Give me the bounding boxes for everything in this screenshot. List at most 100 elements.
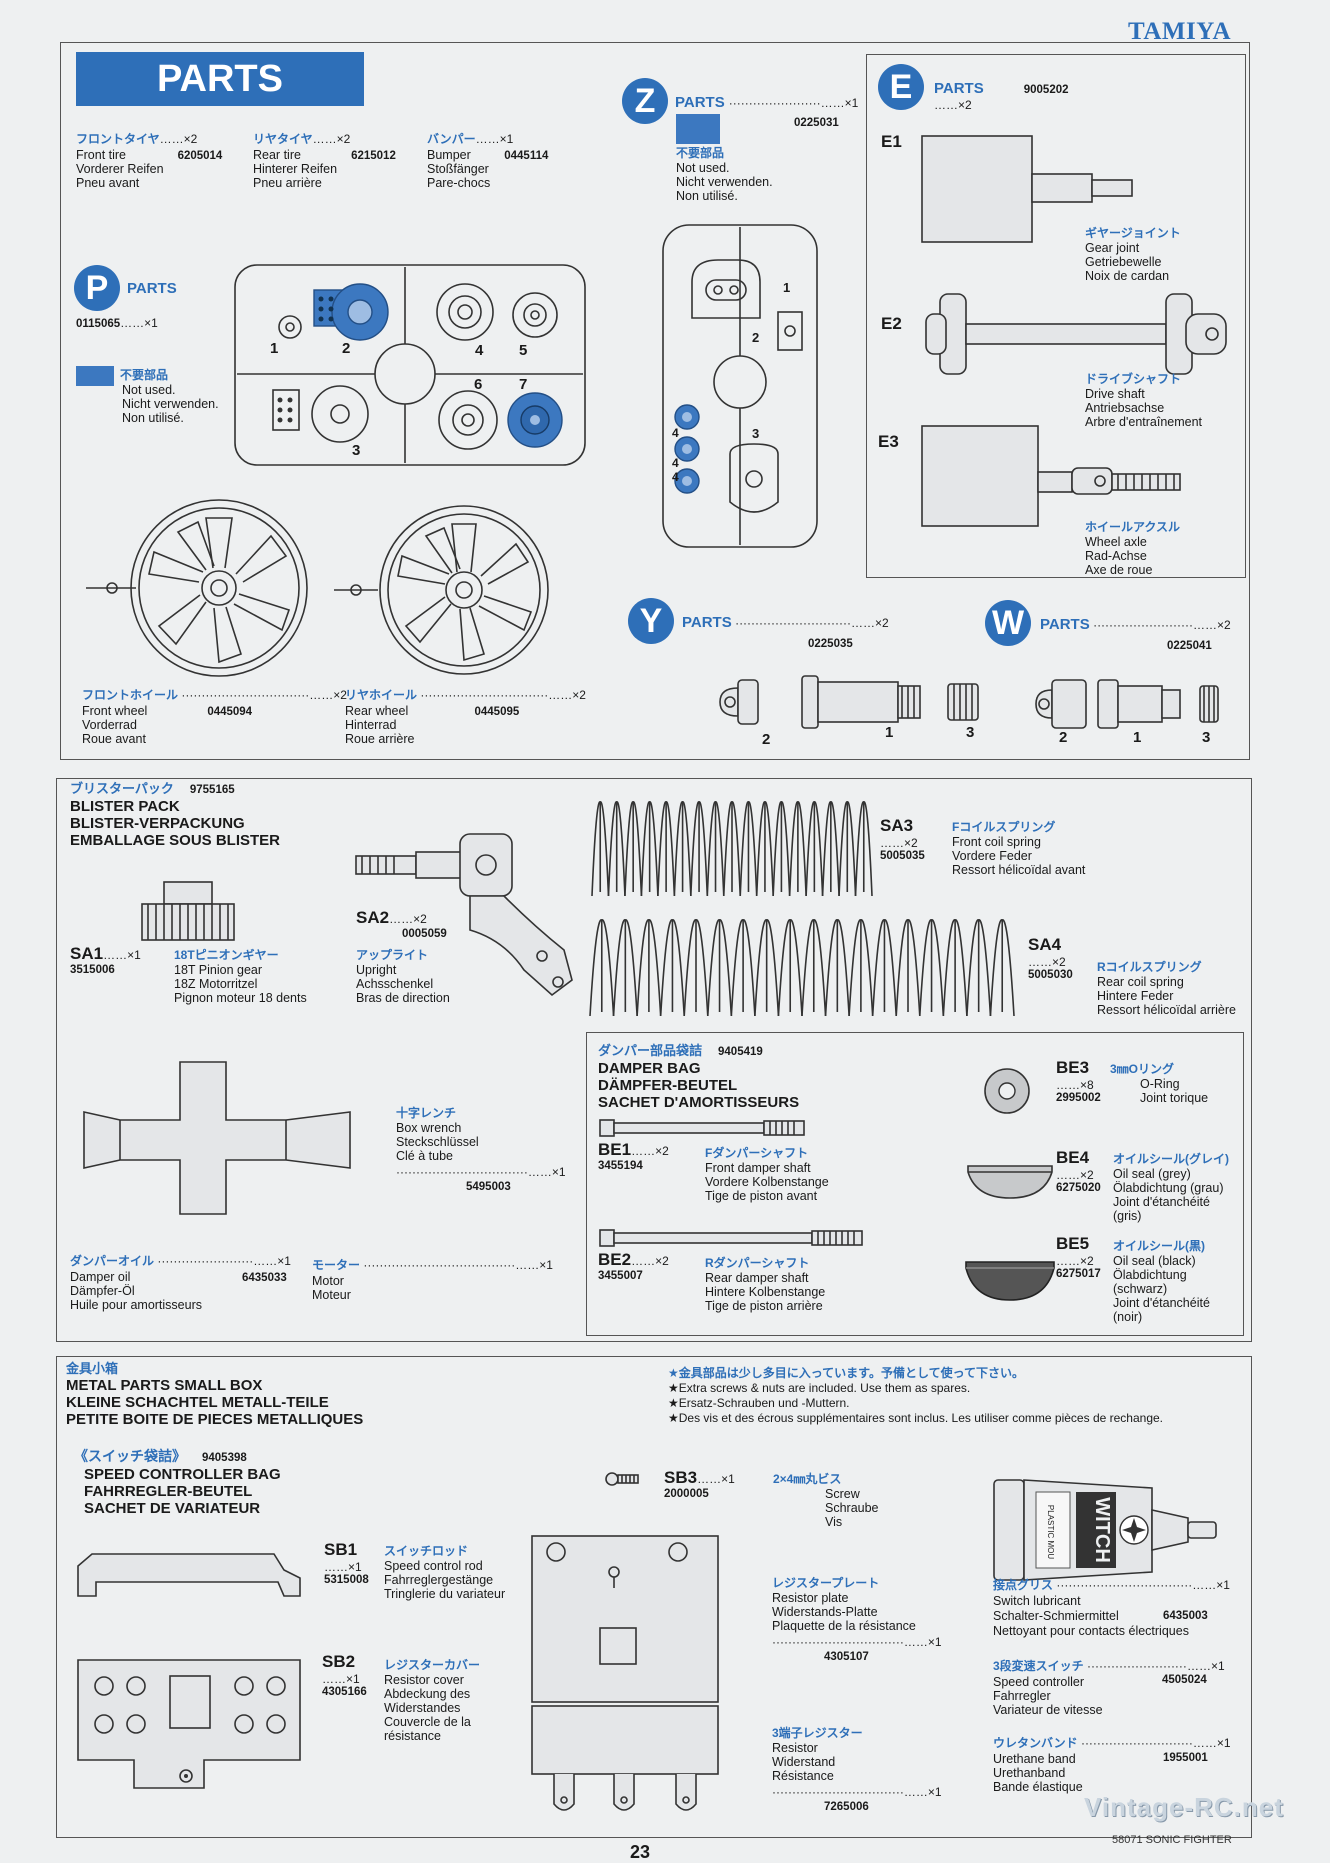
damper-bag-box <box>586 1032 1244 1336</box>
p-num-6: 6 <box>474 376 483 393</box>
w-num-2: 2 <box>1059 729 1068 746</box>
watermark: Vintage-RC.net <box>1084 1792 1284 1822</box>
z-badge: Z <box>622 78 668 124</box>
z-num-3: 3 <box>752 426 760 441</box>
drive-shaft-drawing <box>925 293 1227 375</box>
p-parts-label: PARTS <box>127 280 177 297</box>
be4-info: オイルシール(グレイ)Oil seal (grey) Ölabdichtung … <box>1113 1152 1229 1223</box>
p-parts-tree <box>234 264 586 466</box>
e1-code: E1 <box>881 132 902 151</box>
z-num-1: 1 <box>783 280 791 295</box>
z-unused-swatch <box>676 114 720 144</box>
sa2-code: SA2……×2 0005059 <box>356 908 447 940</box>
p-num-1: 1 <box>270 340 279 357</box>
z-num-2: 2 <box>752 330 760 345</box>
z-num-4c: 4 <box>672 470 679 484</box>
y-num-2: 2 <box>762 731 771 748</box>
upright-drawing <box>355 833 573 997</box>
w-parts-drawing <box>1035 679 1219 729</box>
p-num-4: 4 <box>475 342 484 359</box>
front-wheel-drawing <box>86 499 308 677</box>
be4-code: BE4 ……×2 6275020 <box>1056 1148 1101 1194</box>
y-parts-label: PARTS ·····························……×2 <box>682 614 889 631</box>
w-parts-label: PARTS ·························……×2 <box>1040 616 1231 633</box>
be5-info: オイルシール(黒)Oil seal (black) Ölabdichtung (… <box>1113 1239 1210 1324</box>
y-parts-drawing <box>719 675 979 729</box>
w-num-1: 1 <box>1133 729 1142 746</box>
motor-info: モーター ···································… <box>312 1258 553 1302</box>
p-number: 0115065……×1 <box>76 316 158 330</box>
y-number: 0225035 <box>808 638 853 650</box>
rear-coil-spring-drawing <box>589 919 1015 1017</box>
w-number: 0225041 <box>1167 640 1212 652</box>
parts-banner: PARTS <box>76 52 364 106</box>
switch-lubricant-tube-drawing: PLASTIC MOU WITCH <box>993 1479 1217 1581</box>
p-num-7: 7 <box>519 376 528 393</box>
w-badge: W <box>985 600 1031 646</box>
grease-info: 接点グリス ··································… <box>993 1578 1230 1638</box>
metal-header: 金具小箱 METAL PARTS SMALL BOX KLEINE SCHACH… <box>66 1361 364 1428</box>
rear-damper-shaft-drawing <box>599 1229 863 1247</box>
sa1-code: SA1……×1 3515006 <box>70 944 141 976</box>
sb1-code: SB1 ……×1 5315008 <box>324 1540 369 1586</box>
z-unused-note: 不要部品 Not used. Nicht verwenden. Non util… <box>676 146 773 203</box>
resistor-plate-drawing <box>531 1535 719 1811</box>
urethane-band-number: 1955001 <box>1163 1752 1208 1764</box>
be1-code: BE1……×2 3455194 <box>598 1140 669 1172</box>
blister-section <box>56 778 1252 1342</box>
rear-wheel-info: リヤホイール ································…… <box>345 688 586 746</box>
svg-text:WITCH: WITCH <box>1091 1497 1113 1563</box>
w-num-3: 3 <box>1202 729 1211 746</box>
o-ring-drawing <box>984 1068 1030 1114</box>
be2-code: BE2……×2 3455007 <box>598 1250 669 1282</box>
sa4-code: SA4 ……×2 5005030 <box>1028 935 1073 981</box>
sb2-code: SB2 ……×1 4305166 <box>322 1652 367 1698</box>
be3-code: BE3 ……×8 2995002 <box>1056 1058 1101 1104</box>
p-num-2: 2 <box>342 340 351 357</box>
front-wheel-info: フロントホイール ·······························… <box>82 688 347 746</box>
speed-controller-info: 3段変速スイッチ ·························……×1 S… <box>993 1659 1225 1717</box>
brand-logo: TAMIYA <box>1128 18 1232 45</box>
p-unused-note: 不要部品 Not used. Nicht verwenden. Non util… <box>120 368 219 425</box>
be5-code: BE5 ……×2 6275017 <box>1056 1234 1101 1280</box>
speed-control-rod-drawing <box>77 1553 301 1597</box>
metal-parts-section <box>56 1356 1252 1838</box>
y-badge: Y <box>628 598 674 644</box>
sb3-code: SB3……×1 2000005 <box>664 1468 735 1500</box>
rear-tire-info: リヤタイヤ……×2 Rear tire Hinterer Reifen Pneu… <box>253 132 396 190</box>
damper-oil-info: ダンパーオイル ························……×1 Dam… <box>70 1254 291 1312</box>
p-num-3: 3 <box>352 442 361 459</box>
z-num-4b: 4 <box>672 456 679 470</box>
front-damper-shaft-drawing <box>599 1119 805 1137</box>
p-unused-swatch <box>76 366 114 386</box>
e-parts-box <box>866 54 1246 578</box>
svg-text:PLASTIC MOU: PLASTIC MOU <box>1046 1505 1055 1559</box>
e-badge: E <box>878 64 924 110</box>
switch-bag-header: 《スイッチ袋詰》9405398 SPEED CONTROLLER BAG FAH… <box>74 1448 281 1517</box>
e2-code: E2 <box>881 314 902 333</box>
sa3-code: SA3 ……×2 5005035 <box>880 816 925 862</box>
resistor-cover-drawing <box>77 1659 301 1789</box>
y-num-3: 3 <box>966 724 975 741</box>
e3-code: E3 <box>878 432 899 451</box>
gear-joint-drawing <box>921 135 1133 243</box>
speed-controller-number: 4505024 <box>1162 1674 1207 1686</box>
y-num-1: 1 <box>885 724 894 741</box>
front-coil-spring-drawing <box>591 801 873 897</box>
pinion-gear-drawing <box>141 881 235 941</box>
rear-wheel-drawing <box>334 505 549 675</box>
p-badge: P <box>74 265 120 311</box>
